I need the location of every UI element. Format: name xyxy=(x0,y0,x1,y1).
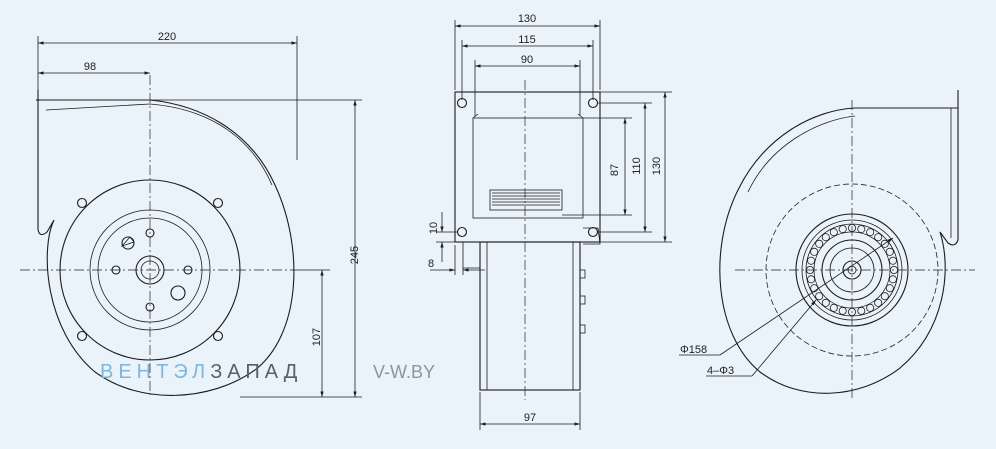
left-view: 220 98 245 107 xyxy=(20,31,362,398)
dim-flange-offset: 8 xyxy=(428,258,434,270)
dim-body-depth: 97 xyxy=(524,412,536,424)
dim-outlet-height: 87 xyxy=(609,164,621,176)
dim-flange-thickness: 10 xyxy=(428,222,440,234)
dim-overall-height: 245 xyxy=(349,246,361,264)
impeller-blade xyxy=(880,239,889,248)
right-housing-outline xyxy=(719,100,959,394)
dim-outlet-width: 90 xyxy=(521,54,533,66)
impeller-blade xyxy=(888,275,897,284)
impeller-blade xyxy=(810,284,819,293)
impeller-blade xyxy=(810,247,819,256)
watermark-brand-part2: ЗАПАД xyxy=(210,361,302,383)
impeller-blade xyxy=(880,292,889,301)
impeller-blade xyxy=(874,233,883,242)
svg-text:ВЕНТЭЛЗАПАД: ВЕНТЭЛЗАПАД xyxy=(100,361,302,383)
left-housing-outline xyxy=(37,99,295,396)
impeller-blade xyxy=(866,303,875,312)
dim-holes: 4–Φ3 xyxy=(707,365,734,377)
impeller-blade xyxy=(829,228,838,237)
impeller-blade xyxy=(821,233,830,242)
dim-flange-height: 130 xyxy=(651,157,663,175)
middle-motor-body xyxy=(479,241,581,391)
right-view: Φ158 4–Φ3 xyxy=(679,90,975,398)
dim-flange-width: 130 xyxy=(518,13,536,25)
impeller-blade xyxy=(821,298,830,307)
impeller-blade xyxy=(848,307,857,316)
impeller-blade xyxy=(838,225,847,234)
impeller-blade xyxy=(815,292,824,301)
dim-center-offset: 98 xyxy=(84,61,96,73)
impeller-blade xyxy=(807,256,816,265)
impeller-blade xyxy=(874,298,883,307)
impeller-blade xyxy=(885,284,894,293)
left-lug xyxy=(170,285,186,301)
impeller-blade xyxy=(866,228,875,237)
middle-view: 130 115 90 87 110 130 10 8 xyxy=(428,13,672,430)
impeller-blade xyxy=(815,239,824,248)
dim-diameter: Φ158 xyxy=(680,344,707,356)
impeller-blade xyxy=(888,256,897,265)
impeller-blade xyxy=(829,303,838,312)
middle-impeller xyxy=(489,189,563,211)
left-housing-inner xyxy=(45,103,273,186)
dim-center-height: 107 xyxy=(311,328,323,346)
impeller-blade xyxy=(857,225,866,234)
right-impeller-blades xyxy=(806,223,899,316)
middle-outlet xyxy=(472,117,584,219)
impeller-blade xyxy=(838,306,847,315)
impeller-blade xyxy=(885,247,894,256)
impeller-blade xyxy=(807,275,816,284)
dim-hole-spacing-v: 110 xyxy=(631,157,643,175)
impeller-blade xyxy=(857,306,866,315)
watermark-site: V-W.BY xyxy=(373,362,435,382)
dim-overall-width: 220 xyxy=(158,31,176,43)
watermark-brand-part1: ВЕНТЭЛ xyxy=(100,361,210,383)
dim-hole-spacing: 115 xyxy=(518,34,536,46)
watermark: ВЕНТЭЛЗАПАД V-W.BY xyxy=(100,361,435,383)
